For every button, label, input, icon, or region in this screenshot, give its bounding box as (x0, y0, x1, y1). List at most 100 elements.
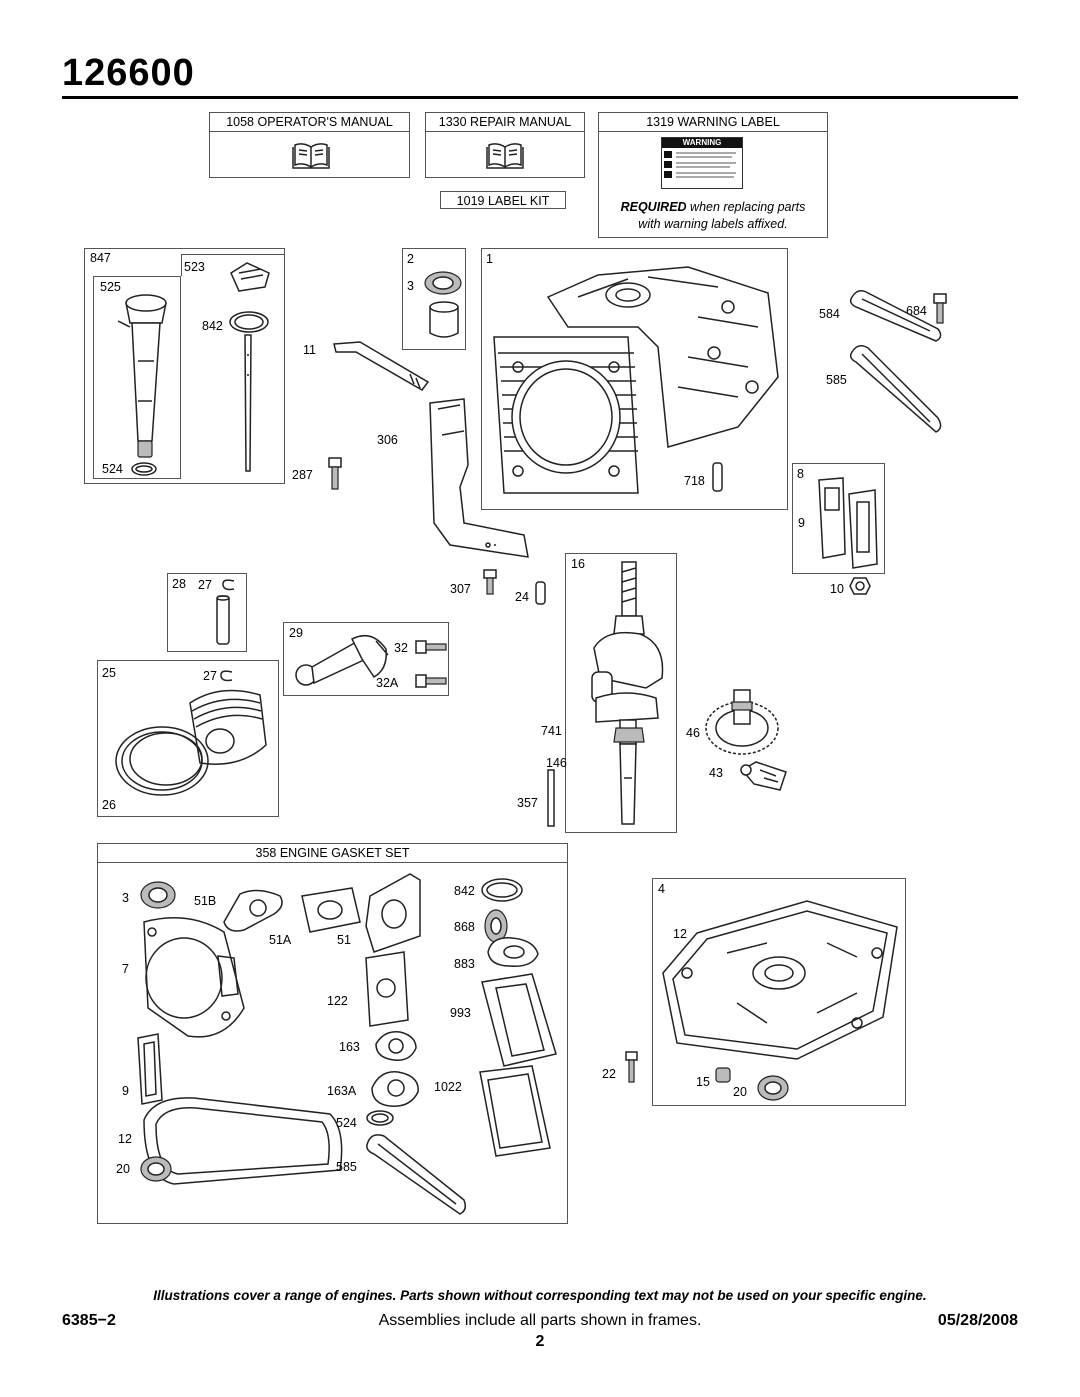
bolt (483, 569, 497, 595)
connecting-rod-frame: 29 32 32A (283, 622, 449, 696)
valve-cover-gasket (479, 1065, 551, 1157)
document-date: 05/28/2008 (937, 1312, 1018, 1329)
retainer-clip (222, 579, 235, 591)
piston-rings (115, 726, 209, 796)
part-label: 10 (830, 582, 844, 596)
cylinder-block (493, 266, 779, 494)
repair-manual-frame: 1330 REPAIR MANUAL (425, 112, 585, 178)
part-label: 868 (454, 920, 475, 934)
part-label: 287 (292, 468, 313, 482)
part-label: 22 (602, 1067, 616, 1081)
warning-badge: WARNING (662, 138, 742, 148)
oil-seal (424, 271, 462, 295)
gasket (366, 1134, 467, 1215)
part-label: 15 (696, 1075, 710, 1089)
insulator-gasket (365, 951, 409, 1027)
warning-label-title: 1319 WARNING LABEL (599, 113, 827, 132)
gasket-set-title: 358 ENGINE GASKET SET (98, 844, 567, 863)
part-label: 883 (454, 957, 475, 971)
piston (189, 689, 267, 765)
dipstick-cap (230, 262, 270, 292)
oil-seal (140, 1156, 172, 1182)
part-label: 9 (798, 516, 805, 530)
sump-frame: 4 12 15 20 (652, 878, 906, 1106)
part-label: 1022 (434, 1080, 462, 1094)
part-label: 32 (394, 641, 408, 655)
operators-manual-label: 1058 OPERATOR'S MANUAL (210, 113, 409, 132)
part-label: 306 (377, 433, 398, 447)
part-label: 12 (673, 927, 687, 941)
bushing (429, 301, 459, 338)
title-rule (62, 96, 1018, 99)
dowel-pin (712, 462, 723, 492)
bolt (328, 457, 342, 490)
carburetor-gasket (365, 873, 421, 953)
part-label: 163 (339, 1040, 360, 1054)
key (547, 769, 555, 827)
breather-gasket (481, 973, 557, 1067)
o-ring (131, 462, 157, 476)
bolt (849, 577, 871, 595)
part-label: 9 (122, 1084, 129, 1098)
part-label: 27 (198, 578, 212, 592)
gasket (137, 1033, 163, 1105)
part-label: 26 (102, 798, 116, 812)
dipstick-blade (244, 334, 252, 472)
breather-tube (333, 341, 430, 391)
crankshaft (591, 561, 664, 825)
part-label: 4 (658, 882, 665, 896)
page-title: 126600 (62, 52, 195, 94)
bolt (625, 1051, 638, 1083)
rod-bolt (415, 640, 447, 654)
fill-tube-frame: 525 524 (93, 276, 181, 479)
warning-label-frame: 1319 WARNING LABEL WARNING REQUIRED when… (598, 112, 828, 238)
part-label: 1 (486, 252, 493, 266)
part-label: 847 (90, 251, 111, 265)
part-label: 842 (202, 319, 223, 333)
gasket (849, 345, 942, 433)
dipstick-assembly-frame: 847 525 524 523 842 (84, 248, 285, 484)
engine-sump (662, 900, 898, 1060)
governor-assembly (740, 761, 787, 791)
part-label: 11 (303, 343, 316, 357)
gasket (849, 290, 942, 342)
breather-frame: 8 9 (792, 463, 885, 574)
gasket (371, 1071, 419, 1107)
part-label: 28 (172, 577, 186, 591)
label-kit-label: 1019 LABEL KIT (456, 194, 550, 208)
part-label: 524 (102, 462, 123, 476)
part-label: 525 (100, 280, 121, 294)
rod-bolt (415, 674, 447, 688)
assemblies-note: Assemblies include all parts shown in fr… (378, 1312, 702, 1329)
part-label: 585 (826, 373, 847, 387)
part-label: 585 (336, 1160, 357, 1174)
retainer-clip (220, 670, 233, 682)
oil-fill-tube (117, 294, 167, 458)
part-label: 307 (450, 582, 471, 596)
part-label: 2 (407, 252, 414, 266)
cylinder-frame: 1 718 (481, 248, 788, 510)
air-guide-plate (429, 398, 529, 558)
operators-manual-frame: 1058 OPERATOR'S MANUAL (209, 112, 410, 178)
book-icon (292, 143, 330, 169)
part-label: 7 (122, 962, 129, 976)
book-icon (486, 143, 524, 169)
gasket (375, 1031, 417, 1061)
part-label: 163A (327, 1084, 357, 1098)
sleeve-frame: 2 3 (402, 248, 466, 350)
part-label: 842 (454, 884, 475, 898)
o-ring (481, 878, 523, 902)
part-label: 584 (819, 307, 840, 321)
part-label: 523 (184, 260, 205, 274)
warning-sticker: WARNING (661, 137, 743, 189)
page-number: 2 (535, 1333, 545, 1350)
label-kit-frame: 1019 LABEL KIT (440, 191, 566, 209)
connecting-rod (295, 634, 389, 686)
cylinder-head-gasket (143, 917, 245, 1038)
exhaust-gasket (223, 889, 283, 932)
cam-gear (705, 689, 779, 755)
valve-seal (484, 909, 508, 943)
piston-pin-frame: 28 27 (167, 573, 247, 652)
o-ring (229, 311, 269, 333)
